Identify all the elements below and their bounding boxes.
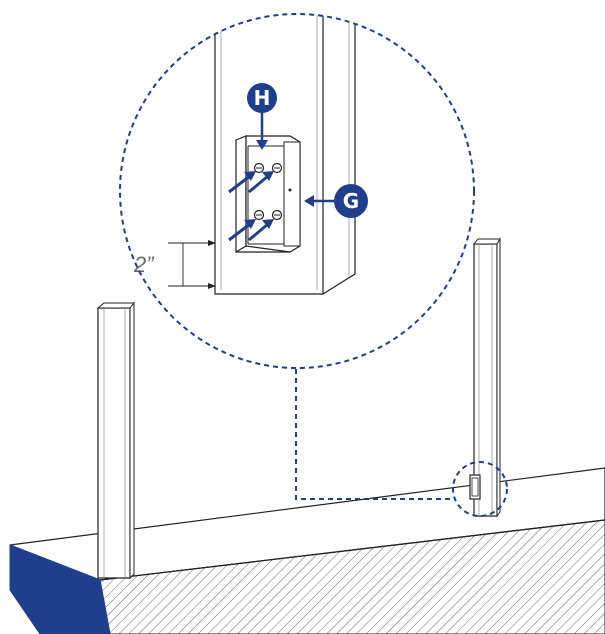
screw-icon (253, 209, 265, 221)
callout-g-label: G (343, 189, 359, 213)
mounting-bracket (235, 135, 301, 254)
dimension-marker: 2” (133, 240, 216, 289)
detail-circle-small (452, 461, 508, 517)
callout-h: H (247, 83, 277, 150)
callout-g: G (304, 184, 368, 218)
left-post (96, 301, 136, 580)
screw-icon (271, 162, 283, 174)
screw-icon (271, 209, 283, 221)
deck-board (9, 467, 605, 634)
right-post (469, 237, 501, 518)
callout-h-label: H (254, 86, 271, 110)
screw-icon (253, 162, 265, 174)
detail-leader-line (295, 369, 453, 500)
screw-direction-arrows (228, 171, 274, 242)
screws (253, 162, 283, 221)
dimension-label: 2” (133, 252, 155, 277)
zoom-detail: H G 2” (120, 14, 474, 368)
zoom-circle-outline (119, 13, 475, 369)
